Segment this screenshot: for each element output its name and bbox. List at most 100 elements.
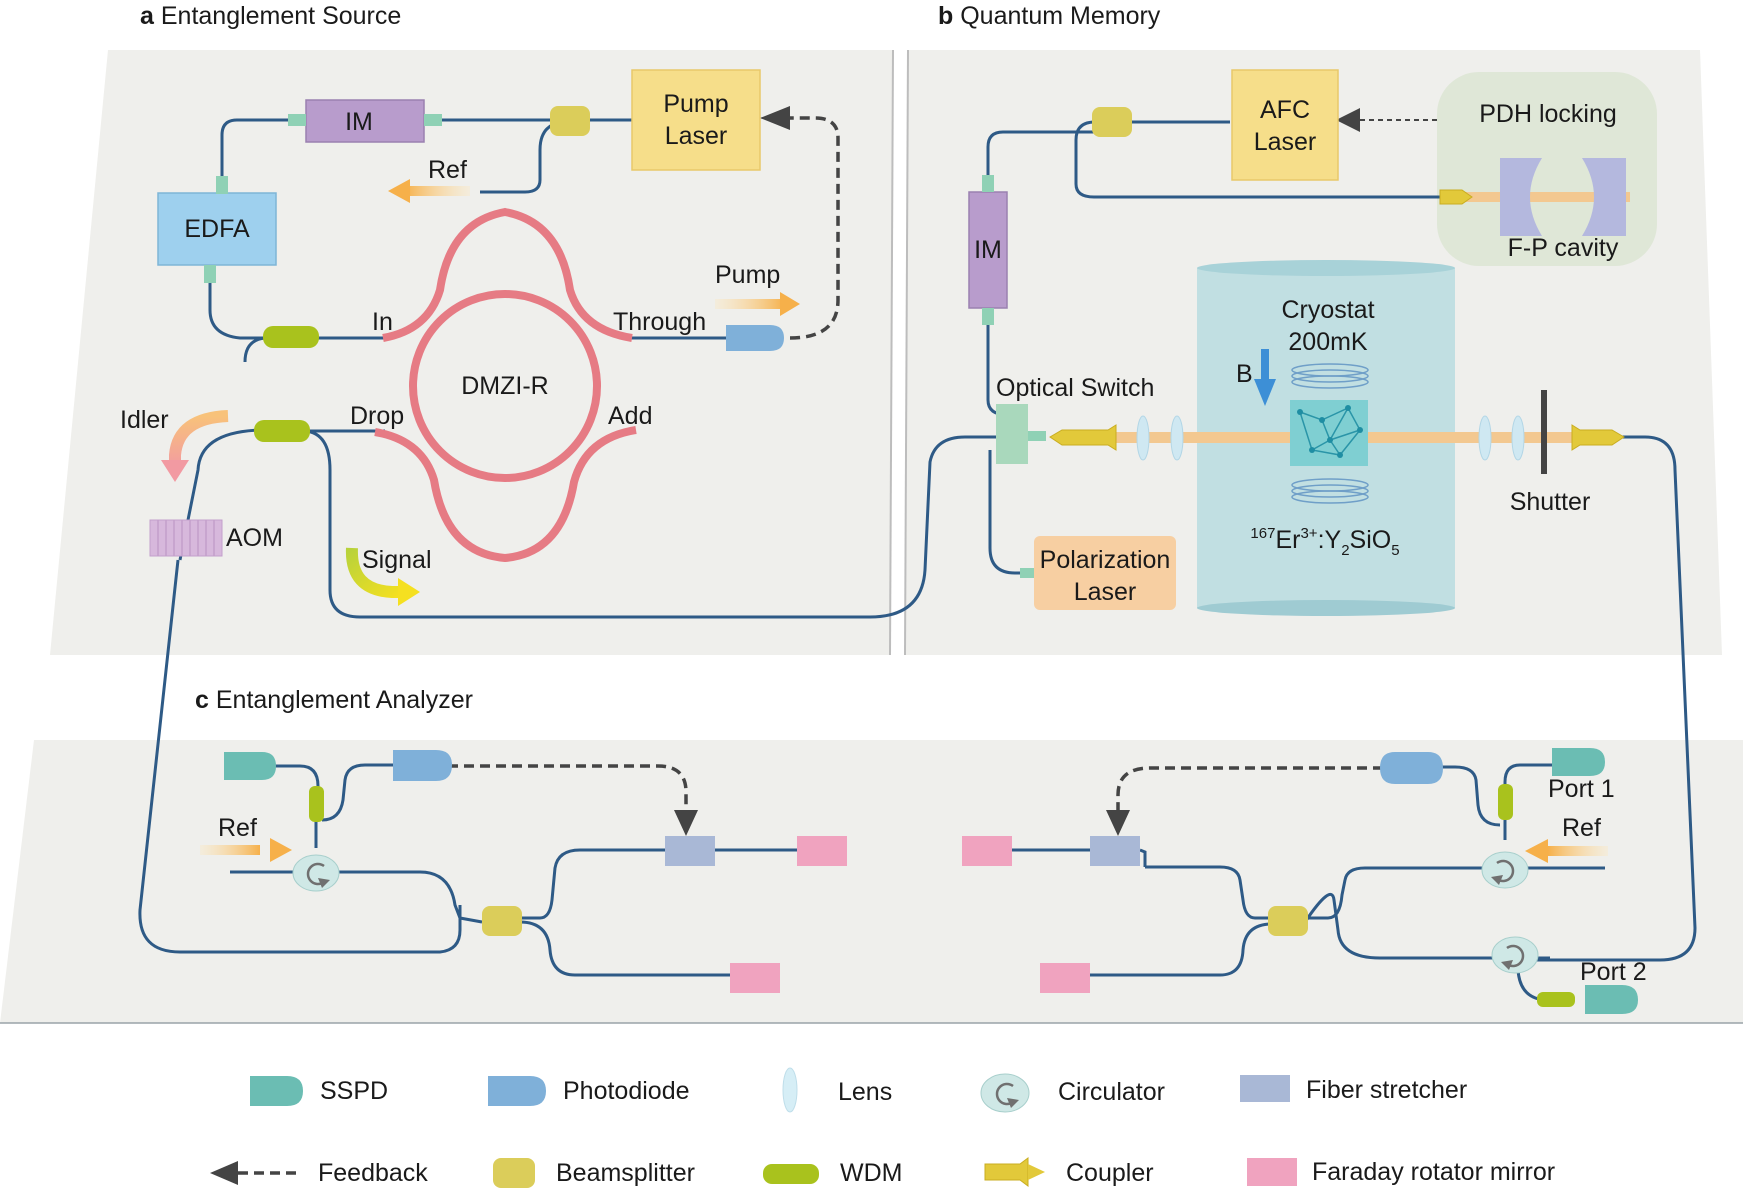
- afc-laser-label-line1: AFC: [1260, 96, 1310, 124]
- b-field-arrow: [1261, 349, 1269, 379]
- dmzi-bottom-arm: [374, 426, 637, 563]
- legend-beamsplitter-label: Beamsplitter: [556, 1159, 695, 1187]
- optical-switch-label: Optical Switch: [996, 374, 1154, 402]
- sspd-left: [224, 752, 276, 780]
- feedback-left: [448, 764, 688, 812]
- polarization-laser-connector: [1020, 568, 1034, 578]
- afc-laser: [1231, 69, 1339, 181]
- fp-cavity-beam: [1460, 192, 1630, 202]
- ref-arrow-a: [405, 186, 470, 196]
- panel-divider: [889, 49, 894, 656]
- panel-b-header: b Quantum Memory: [938, 2, 1161, 30]
- legend-circulator-label: Circulator: [1058, 1078, 1165, 1106]
- fiber-idler-aom: [178, 428, 261, 561]
- drop-port-label: Drop: [350, 402, 404, 430]
- lens-4: [1511, 415, 1525, 461]
- legend-circulator-icon: [980, 1073, 1030, 1113]
- magnetic-coil-bottom: [1291, 478, 1369, 504]
- fp-cavity-mirror-right: [1582, 158, 1626, 236]
- fp-cavity-mirror-left: [1500, 158, 1542, 236]
- idler-label: Idler: [120, 406, 169, 434]
- ref-label-c-right: Ref: [1562, 814, 1601, 842]
- polarization-laser: [1034, 536, 1176, 610]
- ref-label-c-left: Ref: [218, 814, 257, 842]
- photodiode-left: [393, 750, 452, 781]
- dmzi-ring: [409, 290, 601, 482]
- coupler-input: [1049, 424, 1117, 451]
- aom-modulator: [149, 519, 223, 557]
- legend-fiber-stretcher-icon: [1240, 1075, 1290, 1102]
- legend: SSPD Photodiode Lens Circulator Fiber st…: [210, 1067, 1555, 1188]
- fiber-signal-to-memory: [304, 429, 1005, 619]
- ref-arrow-a-head: [388, 179, 410, 203]
- coupler-pdh: [1439, 189, 1473, 205]
- pdh-feedback-arrowhead: [1336, 108, 1360, 132]
- legend-lens-icon: [782, 1067, 798, 1113]
- pump-output-label: Pump: [715, 261, 780, 289]
- wdm-drop: [254, 420, 310, 442]
- fiber-analyzer-left-input: [230, 870, 483, 924]
- photodiode-through: [726, 325, 784, 351]
- wdm-input: [263, 326, 319, 348]
- edfa-amplifier: [157, 192, 277, 266]
- pump-laser-label-line1: Pump: [663, 90, 728, 118]
- fiber-right-wdm-pd: [1438, 765, 1501, 827]
- im-modulator-a: [305, 99, 425, 143]
- edfa-connector-top: [216, 176, 228, 194]
- cryostat-label-line2: 200mK: [1288, 328, 1368, 356]
- legend-photodiode-icon: [488, 1076, 546, 1106]
- fiber-aom-analyzer: [138, 559, 462, 954]
- frm-right-bottom: [1040, 963, 1090, 993]
- circulator-right-top-arrowhead: [1491, 875, 1503, 885]
- circulator-right-bottom: [1491, 936, 1539, 974]
- im-b-label: IM: [974, 236, 1002, 264]
- circulator-right-top: [1481, 851, 1529, 889]
- er-crystal: [1290, 400, 1368, 466]
- dmzi-label: DMZI-R: [461, 372, 548, 400]
- pump-laser: [631, 69, 761, 171]
- panel-a-header: a Entanglement Source: [140, 2, 401, 30]
- lens-2: [1170, 415, 1184, 461]
- shutter: [1541, 390, 1547, 474]
- legend-wdm-label: WDM: [840, 1159, 902, 1187]
- magnetic-coil-top: [1291, 363, 1369, 389]
- fiber-right-bs-lower: [1090, 922, 1273, 977]
- signal-arrow-head: [398, 578, 420, 606]
- dmzi-top-arm: [382, 207, 633, 342]
- circulator-right-top-arrow: [1496, 859, 1515, 883]
- port2-label: Port 2: [1580, 958, 1647, 986]
- pump-laser-label-line2: Laser: [665, 122, 728, 150]
- feedback-right: [1116, 766, 1383, 812]
- fiber-right-sspd: [1503, 763, 1555, 840]
- sspd-port1: [1552, 748, 1605, 776]
- beamsplitter-a: [550, 106, 590, 136]
- crystal-lattice-nodes: [1297, 405, 1363, 458]
- legend-photodiode-label: Photodiode: [563, 1077, 690, 1105]
- legend-beamsplitter-icon: [493, 1158, 535, 1188]
- ref-arrow-c-left-head: [270, 838, 292, 862]
- feedback-right-arrowhead: [1106, 810, 1130, 836]
- fiber-right-stretcher-join: [1139, 848, 1147, 867]
- feedback-pump: [785, 116, 840, 340]
- fiber-edfa-wdm: [208, 260, 300, 340]
- fiber-bs-ref: [480, 120, 563, 194]
- legend-fiber-stretcher-label: Fiber stretcher: [1306, 1076, 1467, 1104]
- frm-left-top: [797, 836, 847, 866]
- fiber-wdm-tail: [243, 336, 266, 363]
- wdm-left: [309, 786, 324, 822]
- fp-cavity-label: F-P cavity: [1508, 234, 1619, 262]
- legend-lens-label: Lens: [838, 1078, 892, 1106]
- ref-arrow-c-right-head: [1525, 839, 1548, 863]
- ref-label-a: Ref: [428, 156, 467, 184]
- edfa-connector-bottom: [204, 265, 216, 283]
- coupler-output: [1571, 424, 1625, 451]
- in-port-label: In: [372, 308, 393, 336]
- im-b-connector-top: [982, 175, 994, 192]
- pdh-locking-label: PDH locking: [1479, 100, 1617, 128]
- panel-divider-right: [904, 49, 909, 656]
- legend-coupler-icon: [984, 1157, 1029, 1187]
- beamsplitter-c-left: [482, 906, 522, 936]
- fiber-right-bs-upper: [1145, 865, 1270, 920]
- feedback-left-arrowhead: [674, 810, 698, 836]
- polarization-laser-label-line2: Laser: [1074, 578, 1137, 606]
